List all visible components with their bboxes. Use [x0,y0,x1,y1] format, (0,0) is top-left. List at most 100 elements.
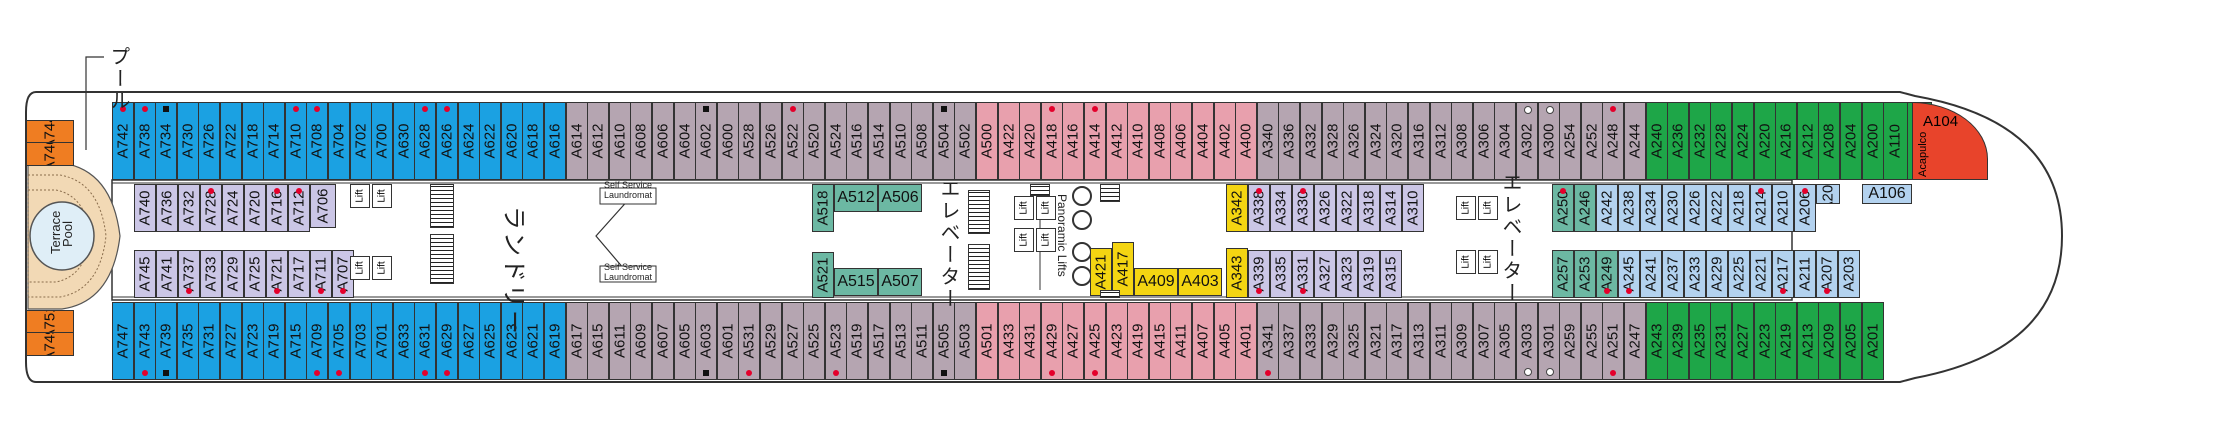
cabin-a528[interactable]: A528 [738,102,761,180]
cabin-a429[interactable]: A429 [1040,302,1063,380]
cabin-a427[interactable]: A427 [1062,302,1085,380]
cabin-a249[interactable]: A249 [1596,250,1618,298]
cabin-a420[interactable]: A420 [1019,102,1042,180]
cabin-a731[interactable]: A731 [198,302,221,380]
cabin-a500[interactable]: A500 [976,102,999,180]
cabin-a335[interactable]: A335 [1270,250,1292,298]
cabin-a521[interactable]: A521 [812,252,834,298]
cabin-a501[interactable]: A501 [976,302,999,380]
cabin-a514[interactable]: A514 [868,102,891,180]
cabin-a329[interactable]: A329 [1321,302,1344,380]
cabin-a740[interactable]: A740 [134,184,156,232]
cabin-a418[interactable]: A418 [1040,102,1063,180]
cabin-a425[interactable]: A425 [1084,302,1107,380]
cabin-a325[interactable]: A325 [1343,302,1366,380]
cabin-a206[interactable]: A206 [1794,184,1816,232]
cabin-a229[interactable]: A229 [1706,250,1728,298]
cabin-a510[interactable]: A510 [889,102,912,180]
cabin-a236[interactable]: A236 [1667,102,1690,180]
cabin-a301[interactable]: A301 [1537,302,1560,380]
cabin-a701[interactable]: A701 [371,302,394,380]
cabin-a208[interactable]: A208 [1818,102,1841,180]
cabin-a505[interactable]: A505 [932,302,955,380]
cabin-a507[interactable]: A507 [878,268,922,296]
cabin-a607[interactable]: A607 [652,302,675,380]
cabin-a414[interactable]: A414 [1084,102,1107,180]
cabin-a227[interactable]: A227 [1732,302,1755,380]
cabin-a230[interactable]: A230 [1662,184,1684,232]
cabin-a721[interactable]: A721 [266,250,288,298]
cabin-a617[interactable]: A617 [565,302,588,380]
cabin-a605[interactable]: A605 [673,302,696,380]
cabin-a226[interactable]: A226 [1684,184,1706,232]
cabin-a302[interactable]: A302 [1516,102,1539,180]
cabin-a312[interactable]: A312 [1429,102,1452,180]
cabin-a526[interactable]: A526 [760,102,783,180]
cabin-a244[interactable]: A244 [1624,102,1647,180]
cabin-a410[interactable]: A410 [1127,102,1150,180]
cabin-a315[interactable]: A315 [1380,250,1402,298]
cabin-a601[interactable]: A601 [716,302,739,380]
cabin-a341[interactable]: A341 [1256,302,1279,380]
cabin-a210[interactable]: A210 [1772,184,1794,232]
cabin-a305[interactable]: A305 [1494,302,1517,380]
cabin-a218[interactable]: A218 [1728,184,1750,232]
cabin-a419[interactable]: A419 [1127,302,1150,380]
cabin-a228[interactable]: A228 [1710,102,1733,180]
cabin-a219[interactable]: A219 [1775,302,1798,380]
cabin-a742[interactable]: A742 [112,102,135,180]
cabin-a411[interactable]: A411 [1170,302,1193,380]
cabin-a630[interactable]: A630 [392,102,415,180]
cabin-a744[interactable]: A744 [26,120,74,144]
cabin-a212[interactable]: A212 [1796,102,1819,180]
cabin-a622[interactable]: A622 [479,102,502,180]
cabin-a717[interactable]: A717 [288,250,310,298]
cabin-a522[interactable]: A522 [781,102,804,180]
cabin-a342[interactable]: A342 [1226,184,1248,232]
cabin-a406[interactable]: A406 [1170,102,1193,180]
cabin-a234[interactable]: A234 [1640,184,1662,232]
cabin-a408[interactable]: A408 [1148,102,1171,180]
cabin-a609[interactable]: A609 [630,302,653,380]
cabin-a523[interactable]: A523 [824,302,847,380]
cabin-a404[interactable]: A404 [1192,102,1215,180]
cabin-a705[interactable]: A705 [328,302,351,380]
cabin-a511[interactable]: A511 [911,302,934,380]
cabin-a316[interactable]: A316 [1408,102,1431,180]
cabin-a247[interactable]: A247 [1624,302,1647,380]
cabin-a732[interactable]: A732 [178,184,200,232]
cabin-a714[interactable]: A714 [263,102,286,180]
cabin-a257[interactable]: A257 [1552,250,1574,298]
cabin-a702[interactable]: A702 [349,102,372,180]
cabin-a709[interactable]: A709 [306,302,329,380]
cabin-a245[interactable]: A245 [1618,250,1640,298]
cabin-a751[interactable]: A751 [26,310,74,334]
cabin-a327[interactable]: A327 [1314,250,1336,298]
cabin-a738[interactable]: A738 [133,102,156,180]
cabin-a322[interactable]: A322 [1336,184,1358,232]
cabin-a259[interactable]: A259 [1559,302,1582,380]
cabin-a743[interactable]: A743 [133,302,156,380]
cabin-a239[interactable]: A239 [1667,302,1690,380]
cabin-a725[interactable]: A725 [244,250,266,298]
cabin-a422[interactable]: A422 [997,102,1020,180]
cabin-a615[interactable]: A615 [587,302,610,380]
cabin-a508[interactable]: A508 [911,102,934,180]
cabin-a733[interactable]: A733 [200,250,222,298]
cabin-a405[interactable]: A405 [1213,302,1236,380]
cabin-a330[interactable]: A330 [1292,184,1314,232]
cabin-a318[interactable]: A318 [1358,184,1380,232]
cabin-a734[interactable]: A734 [155,102,178,180]
cabin-a736[interactable]: A736 [156,184,178,232]
cabin-a711[interactable]: A711 [310,250,332,298]
cabin-a326[interactable]: A326 [1314,184,1336,232]
cabin-a610[interactable]: A610 [608,102,631,180]
cabin-a715[interactable]: A715 [284,302,307,380]
cabin-a246[interactable]: A246 [1574,184,1596,232]
cabin-a310[interactable]: A310 [1402,184,1424,232]
cabin-a520[interactable]: A520 [803,102,826,180]
cabin-a718[interactable]: A718 [241,102,264,180]
cabin-a403[interactable]: A403 [1178,268,1222,296]
cabin-a238[interactable]: A238 [1618,184,1640,232]
cabin-a243[interactable]: A243 [1645,302,1668,380]
